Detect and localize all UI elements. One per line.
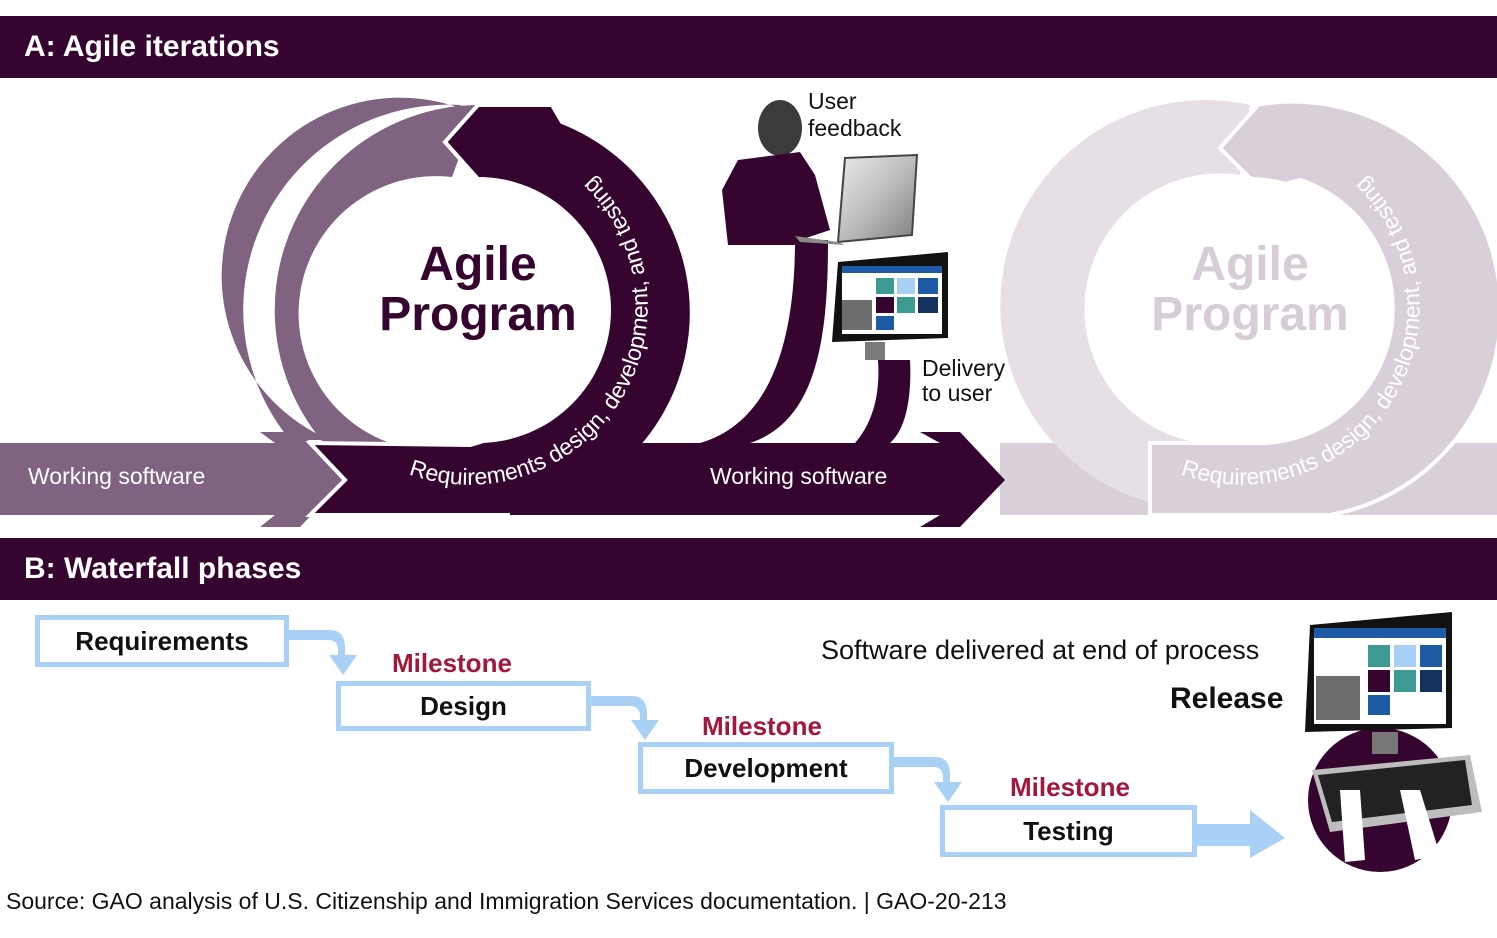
phase-label: Requirements (75, 625, 249, 656)
next-cycle-front-arc (1148, 99, 1497, 517)
release-computer-icon (1305, 612, 1482, 872)
delivery-line2: to user (922, 380, 993, 406)
source-note: Source: GAO analysis of U.S. Citizenship… (6, 888, 1007, 914)
next-cycle-title: Agile Program (1145, 240, 1355, 340)
phase-box-testing: Testing (940, 805, 1197, 857)
phase-label: Testing (1023, 815, 1114, 846)
milestone-label-3: Milestone (1010, 772, 1130, 802)
output-arrow-label: Working software (710, 463, 888, 489)
monitor-icon (832, 252, 948, 360)
next-cycle-title-line1: Agile (1191, 238, 1309, 291)
input-arrow-label: Working software (28, 463, 206, 489)
user-feedback-line2: feedback (808, 115, 902, 141)
release-arrow (1196, 810, 1285, 858)
delivery-label: Delivery to user (922, 356, 1005, 406)
section-a-title: A: Agile iterations (24, 30, 280, 63)
phase-box-design: Design (336, 681, 591, 731)
connector-arrow-3 (893, 757, 962, 802)
user-silhouette-icon (722, 100, 830, 245)
user-feedback-label: User feedback (808, 88, 901, 142)
active-cycle-title-line2: Program (379, 288, 577, 341)
section-b-title: B: Waterfall phases (24, 552, 302, 585)
next-cycle-back-arc (1000, 100, 1250, 510)
delivery-swoosh (855, 360, 911, 443)
section-b-header: B: Waterfall phases (0, 538, 1497, 600)
next-cycle (1000, 99, 1497, 517)
user-feedback-line1: User (808, 88, 857, 114)
phase-box-requirements: Requirements (35, 615, 289, 667)
output-arrow (510, 432, 1005, 527)
laptop-icon (795, 153, 919, 245)
phase-label: Design (420, 690, 507, 721)
waterfall-connectors (288, 630, 1285, 858)
active-cycle-back-arc (274, 105, 478, 450)
delivery-line1: Delivery (922, 355, 1006, 381)
release-label: Release (1170, 682, 1284, 715)
delivered-note: Software delivered at end of process (821, 635, 1260, 665)
feedback-swoosh (700, 240, 828, 443)
active-cycle-center (345, 177, 611, 443)
active-cycle-title: Agile Program (373, 240, 583, 340)
phase-label: Development (684, 752, 848, 783)
connector-arrow-1 (288, 630, 357, 675)
milestone-label-1: Milestone (392, 648, 512, 678)
active-cycle-title-line1: Agile (419, 238, 537, 291)
active-cycle-back-arc-fill (221, 97, 470, 440)
input-arrow (0, 432, 345, 527)
next-cycle-center (1117, 177, 1383, 443)
next-cycle-title-line2: Program (1151, 288, 1349, 341)
milestone-label-2: Milestone (702, 711, 822, 741)
phase-box-development: Development (638, 742, 894, 794)
section-a-header: A: Agile iterations (0, 16, 1497, 78)
connector-arrow-2 (590, 696, 659, 740)
